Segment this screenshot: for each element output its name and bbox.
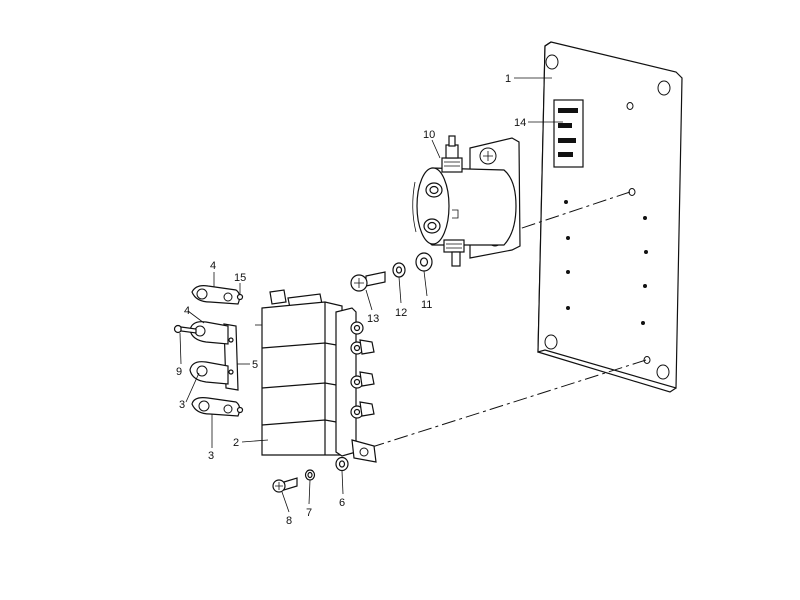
fuse-block-terminals (350, 321, 377, 463)
callout-15: 15 (234, 272, 246, 284)
instruction-decal (553, 99, 584, 168)
callout-10: 10 (423, 129, 435, 141)
screw-8 (272, 477, 298, 493)
clamp-second (189, 321, 229, 345)
solenoid-fasteners (350, 252, 433, 292)
callout-labels: 1 2 3 3 4 4 5 6 7 8 9 10 11 12 13 14 15 (176, 73, 526, 527)
callout-9: 9 (176, 366, 182, 378)
callout-13: 13 (367, 313, 379, 325)
callout-3-lower: 3 (208, 450, 214, 462)
callout-14: 14 (514, 117, 526, 129)
callout-3-upper: 3 (179, 399, 185, 411)
solenoid (412, 135, 521, 267)
callout-1: 1 (505, 73, 511, 85)
screw-13 (350, 271, 386, 292)
callout-6: 6 (339, 497, 345, 509)
callout-4-upper: 4 (210, 260, 216, 272)
fuse-block (255, 289, 377, 463)
block-fasteners (272, 456, 349, 493)
callout-2: 2 (233, 437, 239, 449)
clamp-top (191, 285, 244, 305)
screw-9 (173, 324, 197, 334)
cable-clamps (173, 285, 244, 417)
clamp-bottom (191, 397, 244, 417)
callout-12: 12 (395, 307, 407, 319)
callout-11: 11 (421, 299, 432, 311)
mounting-plate (537, 41, 683, 393)
callout-7: 7 (306, 507, 312, 519)
callout-5: 5 (252, 359, 258, 371)
alignment-lines (371, 191, 647, 448)
callout-8: 8 (286, 515, 292, 527)
leader-lines (179, 77, 563, 513)
clamp-third (189, 361, 229, 385)
callout-4-lower: 4 (184, 305, 190, 317)
